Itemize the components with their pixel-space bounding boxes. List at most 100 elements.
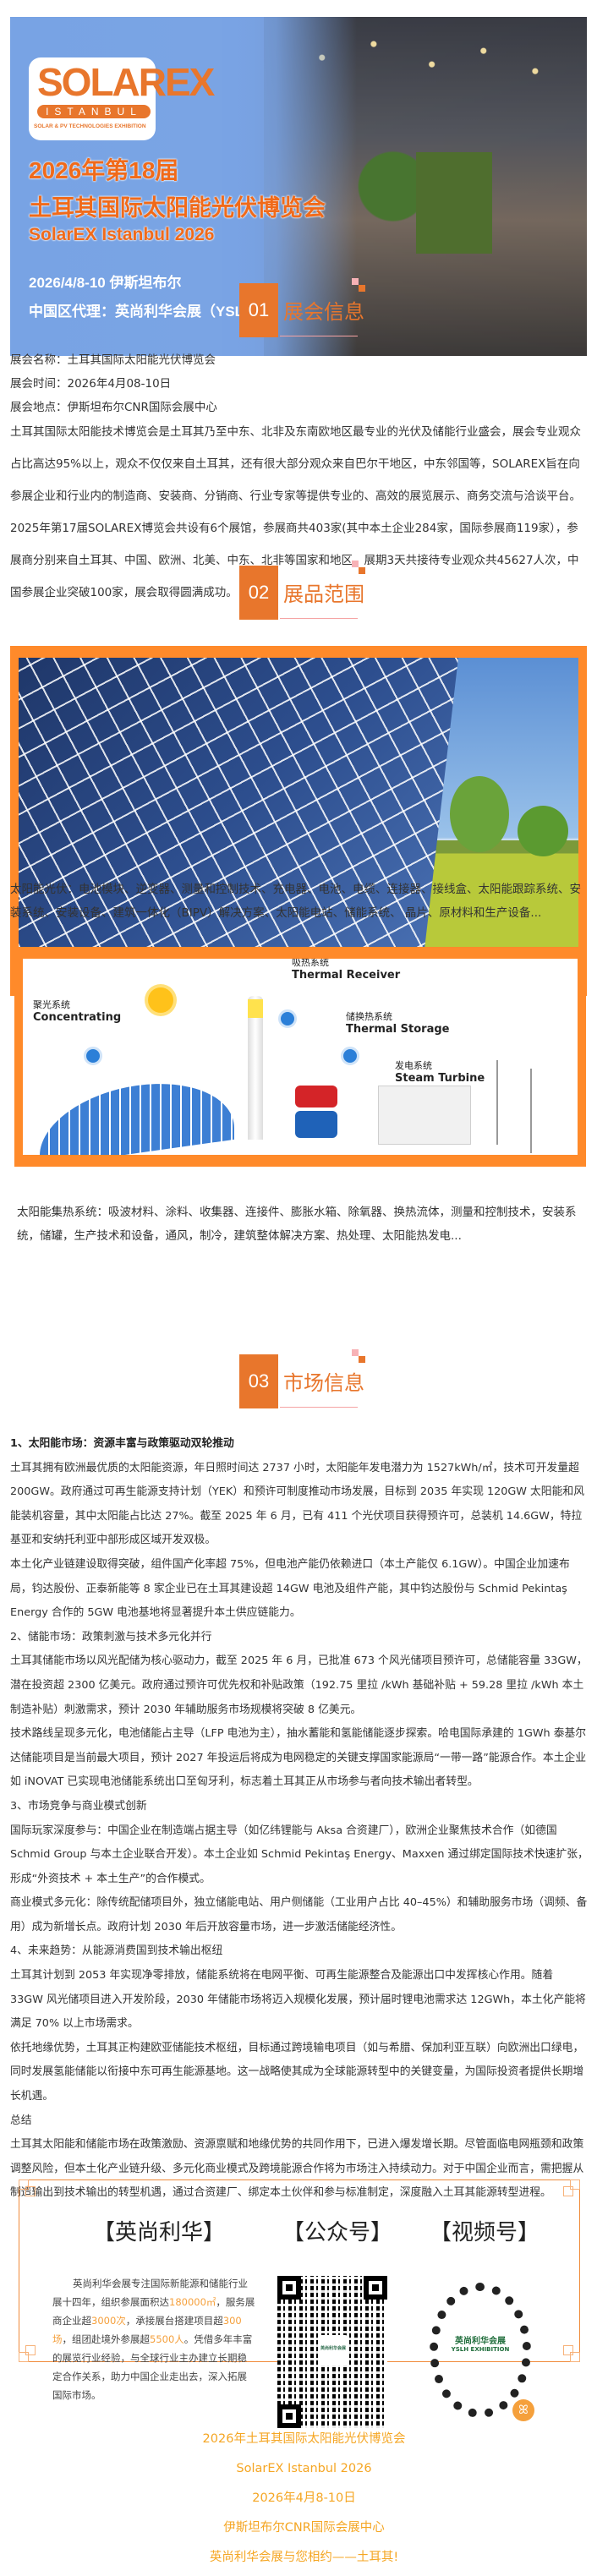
market-para: 土耳其拥有欧洲最优质的太阳能资源，年日照时间达 2737 小时，太阳能年发电潜力…: [10, 1461, 584, 1547]
footer-date: 2026年4月8-10日: [252, 2491, 356, 2505]
video-account-title: 【视频号】: [430, 2220, 540, 2245]
section-number: 02: [239, 566, 278, 620]
hero-edition-title: 2026年第18届: [29, 157, 179, 183]
section-header-02: 02 展品范围: [239, 561, 365, 620]
section-underline: [280, 618, 358, 619]
tree: [450, 776, 509, 852]
footer-invite: 英尚利华会展与您相约——土耳其!: [209, 2551, 399, 2564]
summary-para: 土耳其太阳能和储能市场在政策激励、资源禀赋和地缘优势的共同作用下，已进入爆发增长…: [10, 2138, 584, 2200]
channels-logo-icon: ꕤ: [512, 2399, 534, 2421]
header-deco-square: [352, 278, 359, 285]
header-deco-square: [359, 285, 365, 292]
expo-venue: 展会地点：伊斯坦布尔CNR国际会展中心: [10, 401, 217, 414]
frame-corner-deco: [563, 2179, 580, 2196]
video-account-qr-code[interactable]: 英尚利华会展 YSLH EXHIBITION ꕤ: [425, 2276, 536, 2428]
storage-label: 储换热系统 Thermal Storage: [346, 1011, 450, 1036]
company-title: 【英尚利华】: [93, 2220, 226, 2245]
highlight-exhibitors: 3000次: [91, 2315, 126, 2327]
pv-scope-text: 太阳能光伏：电池模块、逆变器、测量和控制技术、充电器、电池、电缆、连接器、接线盒…: [10, 883, 581, 920]
cold-tank: [295, 1111, 337, 1138]
section-number: 01: [239, 283, 278, 337]
market-heading-3: 3、市场竞争与商业模式创新: [10, 1799, 147, 1813]
qr-finder-icon: [277, 2276, 301, 2300]
expo-time: 展会时间：2026年4月08-10日: [10, 377, 172, 391]
qr-finder-icon: [277, 2404, 301, 2428]
solar-panel-array: [19, 658, 458, 984]
logo-subtitle: SOLAR & PV TECHNOLOGIES EXHIBITION: [34, 123, 146, 129]
hero-agent: 中国区代理：英尚利华会展（YSLH）: [29, 304, 269, 320]
market-para: 土耳其计划到 2053 年实现净零排放，储能系统将在电网平衡、可再生能源整合及能…: [10, 1969, 586, 2031]
section-number: 03: [239, 1354, 278, 1408]
solarex-logo: SOLAREX ISTANBUL SOLAR & PV TECHNOLOGIES…: [29, 57, 215, 140]
hero-banner: SOLAREX ISTANBUL SOLAR & PV TECHNOLOGIES…: [10, 17, 587, 356]
market-para: 本土化产业链建设取得突破，组件国产化率超 75%，但电池产能仍依赖进口（本土产能…: [10, 1557, 570, 1620]
market-heading-4: 4、未来趋势：从能源消费国到技术输出枢纽: [10, 1944, 223, 1958]
qr-center-logo: 英尚利华会展: [318, 2335, 348, 2365]
wechat-qr-code[interactable]: 英尚利华会展: [277, 2276, 387, 2428]
section-header-03: 03 市场信息: [239, 1349, 365, 1408]
footer-summary: 2026年土耳其国际太阳能光伏博览会 SolarEX Istanbul 2026…: [0, 2425, 608, 2573]
highlight-visitors: 5500人: [150, 2333, 184, 2345]
wechat-account-title: 【公众号】: [282, 2220, 393, 2245]
receiver-icon: [278, 1009, 297, 1028]
solar-tower: [248, 996, 263, 1140]
solar-panel-image-frame: [10, 646, 587, 996]
heliostat-field: [40, 1071, 234, 1155]
market-info: 1、太阳能市场：资源丰富与政策驱动双轮推动 土耳其拥有欧洲最优质的太阳能资源，年…: [10, 1432, 589, 2206]
logo-wordmark: SOLAREX: [37, 60, 215, 104]
header-deco-square: [359, 1356, 365, 1363]
section-title: 展会信息: [283, 300, 364, 324]
header-deco-square: [352, 1349, 359, 1356]
power-pole: [530, 1069, 532, 1153]
solar-panel-photo: [19, 658, 578, 984]
concentrating-icon: [84, 1047, 102, 1065]
concentrating-label: 聚光系统 Concentrating: [33, 999, 122, 1024]
dotted-ring: [430, 2283, 531, 2418]
turbine-label: 发电系统 Steam Turbine: [395, 1060, 485, 1085]
market-para: 国际玩家深度参与：中国企业在制造端占据主导（如亿纬锂能与 Aksa 合资建厂），…: [10, 1824, 589, 1885]
hero-english-title: SolarEX Istanbul 2026: [29, 225, 215, 244]
hero-main-title: 土耳其国际太阳能光伏博览会: [29, 195, 326, 221]
frame-corner-deco: [19, 2179, 36, 2196]
video-center-logo: 英尚利华会展 YSLH EXHIBITION: [451, 2337, 510, 2353]
company-description: 英尚利华会展专注国际新能源和储能行业展十四年，组织参展面积达180000㎡，服务…: [52, 2278, 255, 2401]
market-heading-2: 2、储能市场：政策刺激与技术多元化并行: [10, 1630, 212, 1643]
summary-heading: 总结: [10, 2114, 32, 2127]
section-title: 市场信息: [283, 1371, 364, 1395]
storage-icon: [341, 1047, 359, 1065]
logo-city: ISTANBUL: [37, 105, 151, 118]
expo-description: 土耳其国际太阳能技术博览会是土耳其乃至中东、北非及东南欧地区最专业的光伏及储能行…: [10, 425, 581, 599]
frame-corner-deco: [563, 2345, 580, 2362]
market-para: 土耳其储能市场以风光配储为核心驱动力，截至 2025 年 6 月，已批准 673…: [10, 1654, 588, 1716]
market-para: 商业模式多元化：除传统配储项目外，独立储能电站、用户侧储能（工业用户占比 40–…: [10, 1896, 588, 1933]
hot-tank: [295, 1086, 337, 1108]
power-plant-building: [378, 1086, 471, 1145]
header-deco-square: [359, 567, 365, 574]
section-underline: [280, 1407, 358, 1408]
market-heading-1: 1、太阳能市场：资源丰富与政策驱动双轮推动: [10, 1437, 234, 1450]
footer-venue: 伊斯坦布尔CNR国际会展中心: [223, 2521, 385, 2535]
sun-icon: [148, 987, 173, 1013]
section-title: 展品范围: [283, 582, 364, 606]
exhibition-info: 展会名称：土耳其国际太阳能光伏博览会 展会时间：2026年4月08-10日 展会…: [10, 348, 589, 609]
market-para: 依托地缘优势，土耳其正构建欧亚储能技术枢纽，目标通过跨境输电项目（如与希腊、保加…: [10, 2041, 584, 2103]
green-booth-wall: [416, 152, 492, 254]
csp-diagram: 聚光系统 Concentrating 吸热系统 Thermal Receiver…: [23, 959, 578, 1155]
frame-corner-deco: [19, 2345, 36, 2362]
power-pole: [496, 1060, 498, 1145]
receiver-glow: [248, 999, 263, 1018]
footer-title-cn: 2026年土耳其国际太阳能光伏博览会: [202, 2432, 406, 2446]
tree: [518, 806, 568, 856]
footer-title-en: SolarEX Istanbul 2026: [236, 2462, 372, 2475]
receiver-label: 吸热系统 Thermal Receiver: [292, 959, 401, 982]
section-header-01: 01 展会信息: [239, 278, 365, 337]
hero-date-location: 2026/4/8-10 伊斯坦布尔: [29, 275, 182, 291]
qr-finder-icon: [364, 2276, 387, 2300]
csp-diagram-frame: 聚光系统 Concentrating 吸热系统 Thermal Receiver…: [14, 947, 586, 1167]
highlight-booths: 300场: [52, 2315, 242, 2345]
market-para: 技术路线呈现多元化，电池储能占主导（LFP 电池为主），抽水蓄能和氢能储能逐步探…: [10, 1727, 587, 1789]
highlight-area: 180000㎡: [169, 2296, 216, 2308]
header-deco-square: [352, 561, 359, 567]
expo-name: 展会名称：土耳其国际太阳能光伏博览会: [10, 353, 216, 367]
